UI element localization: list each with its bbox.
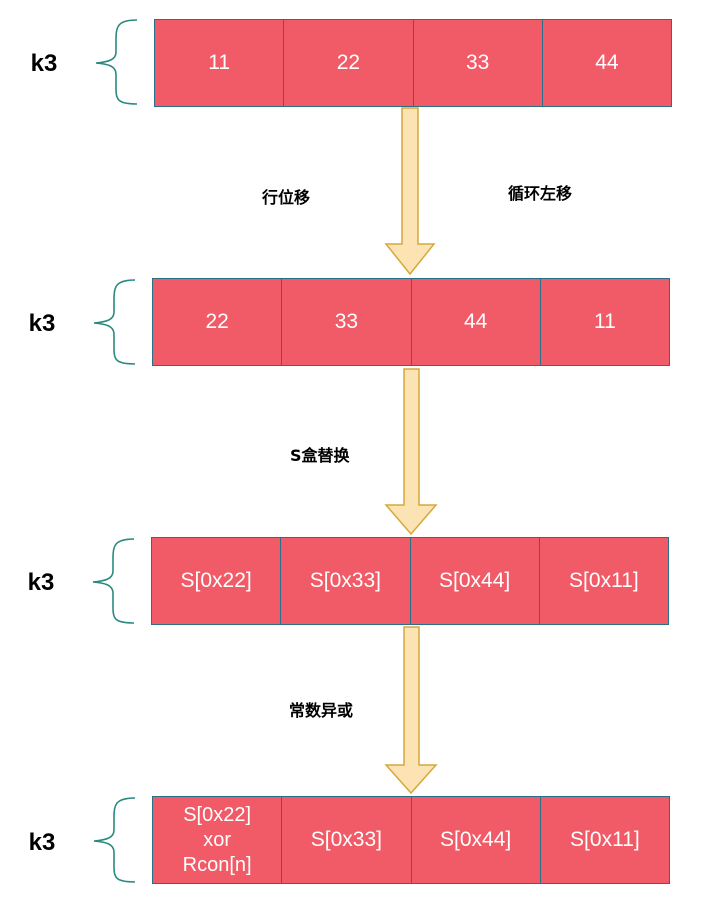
step-label-row-shift: 行位移: [262, 188, 311, 207]
brace-row-2: [93, 279, 136, 365]
step-label-rotate-left: 循环左移: [508, 184, 573, 203]
byte-cell: S[0x11]: [569, 568, 639, 592]
byte-cell: 33: [282, 279, 412, 365]
byte-cell: 11: [593, 309, 616, 333]
byte-cell: 44: [412, 279, 541, 365]
byte-cell: S[0x33]: [281, 538, 411, 624]
row-label-4: k3: [28, 829, 56, 856]
byte-cell: 33: [414, 20, 543, 106]
byte-cell: S[0x44]: [411, 538, 540, 624]
arrow-down-3: [384, 626, 438, 795]
row-label-2: k3: [28, 310, 56, 337]
brace-row-1: [95, 19, 138, 105]
row-label-3: k3: [27, 569, 55, 596]
row-label-1: k3: [30, 50, 58, 77]
byte-cell: 44: [595, 50, 619, 74]
byte-cell: 11: [155, 20, 285, 106]
byte-cell: S[0x11]: [570, 827, 640, 851]
key-row-4: S[0x22] xor Rcon[n] S[0x33] S[0x44] S[0x…: [152, 796, 670, 884]
arrow-down-1: [384, 107, 436, 276]
byte-cell: 22: [153, 279, 283, 365]
brace-row-3: [92, 538, 135, 624]
byte-cell: S[0x22]: [152, 538, 282, 624]
arrow-down-2: [384, 368, 438, 536]
byte-cell: S[0x44]: [412, 797, 541, 883]
key-row-1: 11 22 33 44: [154, 19, 672, 107]
byte-cell: S[0x22] xor Rcon[n]: [153, 797, 283, 883]
byte-cell: 22: [284, 20, 414, 106]
step-label-rcon-xor: 常数异或: [289, 701, 354, 720]
brace-row-4: [93, 797, 136, 883]
step-label-sbox: S盒替换: [290, 446, 350, 465]
key-row-2: 22 33 44 11: [152, 278, 670, 366]
byte-cell: S[0x33]: [282, 797, 412, 883]
key-row-3: S[0x22] S[0x33] S[0x44] S[0x11]: [151, 537, 669, 625]
